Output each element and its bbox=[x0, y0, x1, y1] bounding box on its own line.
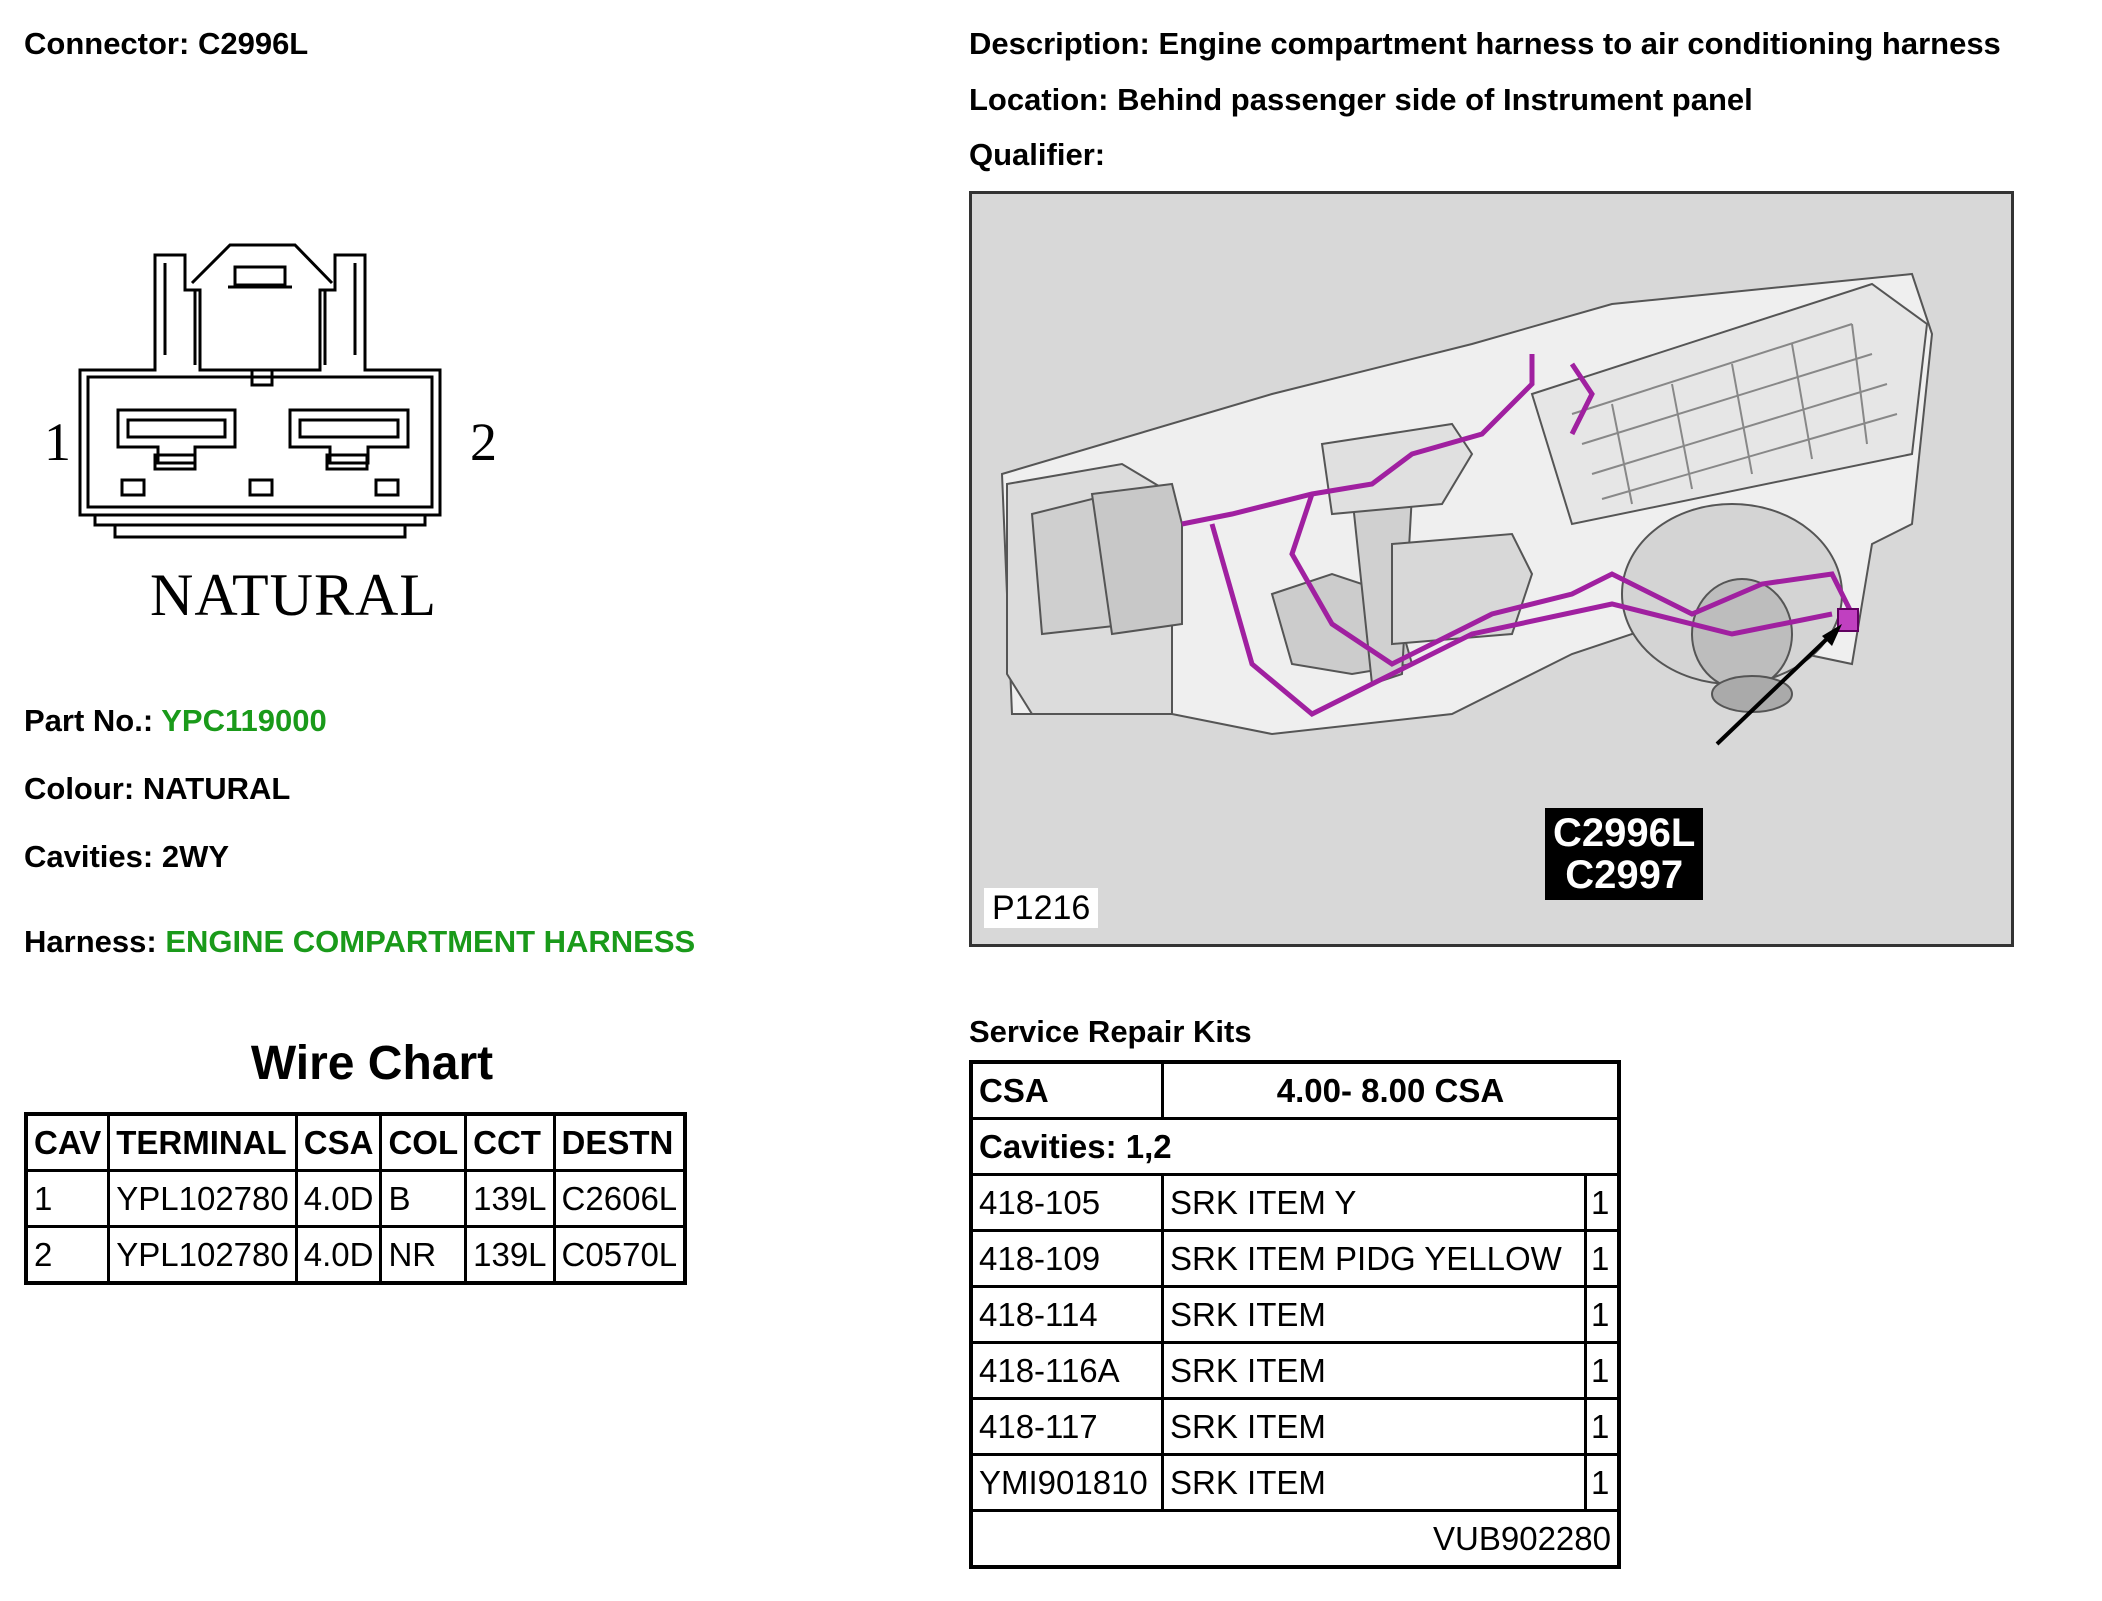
kit-part-no: 418-105 bbox=[969, 1173, 1164, 1232]
cell-cav: 2 bbox=[24, 1225, 111, 1285]
harness-value: ENGINE COMPARTMENT HARNESS bbox=[165, 924, 696, 959]
table-row: 418-105 SRK ITEM Y 1 bbox=[969, 1173, 1621, 1232]
location-label: Location: bbox=[969, 82, 1109, 117]
kits-cavities: Cavities: 1,2 bbox=[969, 1117, 1621, 1176]
cell-cav: 1 bbox=[24, 1169, 111, 1228]
csa-value: 4.00- 8.00 CSA bbox=[1161, 1060, 1621, 1120]
cavities-label: Cavities: bbox=[24, 839, 154, 874]
table-row: 2 YPL102780 4.0D NR 139L C0570L bbox=[24, 1225, 687, 1285]
table-row: 418-114 SRK ITEM 1 bbox=[969, 1285, 1621, 1344]
harness: Harness: ENGINE COMPARTMENT HARNESS bbox=[24, 926, 695, 957]
service-repair-kits-table: CSA 4.00- 8.00 CSA Cavities: 1,2 418-105… bbox=[969, 1060, 1621, 1569]
location-value: Behind passenger side of Instrument pane… bbox=[1117, 82, 1753, 117]
table-row: 418-109 SRK ITEM PIDG YELLOW 1 bbox=[969, 1229, 1621, 1288]
column-header: CAV bbox=[24, 1112, 111, 1172]
callout-line-1: C2996L bbox=[1553, 811, 1696, 855]
cell-csa: 4.0D bbox=[294, 1169, 383, 1228]
column-header: TERMINAL bbox=[107, 1112, 298, 1172]
connector-colour-text: NATURAL bbox=[150, 562, 437, 628]
colour: Colour: NATURAL bbox=[24, 773, 290, 804]
qualifier-label: Qualifier: bbox=[969, 137, 1106, 172]
description-value: Engine compartment harness to air condit… bbox=[1158, 26, 2001, 61]
kit-quantity: 1 bbox=[1584, 1341, 1621, 1400]
cavities-value: 2WY bbox=[161, 839, 230, 874]
csa-label: CSA bbox=[969, 1060, 1164, 1120]
harness-label: Harness: bbox=[24, 924, 157, 959]
description: Description: Engine compartment harness … bbox=[969, 28, 2001, 59]
kits-footer-row: VUB902280 bbox=[969, 1509, 1621, 1569]
connector-face-drawing bbox=[78, 243, 442, 539]
kit-part-no: YMI901810 bbox=[969, 1453, 1164, 1512]
callout-line-2: C2997 bbox=[1565, 853, 1684, 897]
colour-value: NATURAL bbox=[142, 771, 291, 806]
column-header: CCT bbox=[464, 1112, 556, 1172]
connector-id: Connector: C2996L bbox=[24, 28, 308, 59]
wire-chart-header-row: CAV TERMINAL CSA COL CCT DESTN bbox=[24, 1112, 687, 1172]
table-row: 418-116A SRK ITEM 1 bbox=[969, 1341, 1621, 1400]
figure-id: P1216 bbox=[984, 888, 1099, 928]
service-repair-kits-title: Service Repair Kits bbox=[969, 1014, 1252, 1049]
part-no: Part No.: YPC119000 bbox=[24, 705, 327, 736]
kits-footer: VUB902280 bbox=[969, 1509, 1621, 1569]
table-row: YMI901810 SRK ITEM 1 bbox=[969, 1453, 1621, 1512]
hvac-unit-illustration bbox=[1000, 272, 1934, 746]
location: Location: Behind passenger side of Instr… bbox=[969, 84, 1753, 115]
kit-quantity: 1 bbox=[1584, 1173, 1621, 1232]
kit-description: SRK ITEM bbox=[1161, 1341, 1587, 1400]
description-label: Description: bbox=[969, 26, 1150, 61]
kit-quantity: 1 bbox=[1584, 1285, 1621, 1344]
cavities: Cavities: 2WY bbox=[24, 841, 229, 872]
column-header: DESTN bbox=[552, 1112, 687, 1172]
kit-description: SRK ITEM PIDG YELLOW bbox=[1161, 1229, 1587, 1288]
part-no-label: Part No.: bbox=[24, 703, 154, 738]
kits-csa-row: CSA 4.00- 8.00 CSA bbox=[969, 1060, 1621, 1120]
pin-1-label: 1 bbox=[44, 412, 71, 472]
connector-value: C2996L bbox=[197, 26, 309, 61]
kit-quantity: 1 bbox=[1584, 1397, 1621, 1456]
cell-terminal: YPL102780 bbox=[107, 1169, 298, 1228]
colour-label: Colour: bbox=[24, 771, 135, 806]
wire-chart-table: CAV TERMINAL CSA COL CCT DESTN 1 YPL1027… bbox=[24, 1112, 688, 1285]
kits-cavities-row: Cavities: 1,2 bbox=[969, 1117, 1621, 1176]
kit-description: SRK ITEM bbox=[1161, 1285, 1587, 1344]
kit-description: SRK ITEM bbox=[1161, 1397, 1587, 1456]
kit-quantity: 1 bbox=[1584, 1453, 1621, 1512]
kit-quantity: 1 bbox=[1584, 1229, 1621, 1288]
kit-part-no: 418-114 bbox=[969, 1285, 1164, 1344]
kit-part-no: 418-116A bbox=[969, 1341, 1164, 1400]
kit-part-no: 418-109 bbox=[969, 1229, 1164, 1288]
column-header: CSA bbox=[294, 1112, 383, 1172]
cell-csa: 4.0D bbox=[294, 1225, 383, 1285]
cell-col: NR bbox=[379, 1225, 468, 1285]
table-row: 418-117 SRK ITEM 1 bbox=[969, 1397, 1621, 1456]
location-illustration: C2996L C2997 P1216 bbox=[969, 191, 2014, 947]
cell-destn: C2606L bbox=[552, 1169, 687, 1228]
cell-terminal: YPL102780 bbox=[107, 1225, 298, 1285]
connector-label: Connector: bbox=[24, 26, 190, 61]
qualifier: Qualifier: bbox=[969, 139, 1105, 170]
part-no-value: YPC119000 bbox=[161, 703, 327, 738]
cell-destn: C0570L bbox=[552, 1225, 687, 1285]
cell-cct: 139L bbox=[464, 1225, 556, 1285]
wire-chart-title: Wire Chart bbox=[250, 1037, 494, 1090]
table-row: 1 YPL102780 4.0D B 139L C2606L bbox=[24, 1169, 687, 1228]
cell-col: B bbox=[379, 1169, 468, 1228]
pin-2-label: 2 bbox=[470, 412, 497, 472]
kit-description: SRK ITEM bbox=[1161, 1453, 1587, 1512]
column-header: COL bbox=[379, 1112, 468, 1172]
kit-description: SRK ITEM Y bbox=[1161, 1173, 1587, 1232]
cell-cct: 139L bbox=[464, 1169, 556, 1228]
connector-callout: C2996L C2997 bbox=[1545, 808, 1704, 900]
kit-part-no: 418-117 bbox=[969, 1397, 1164, 1456]
